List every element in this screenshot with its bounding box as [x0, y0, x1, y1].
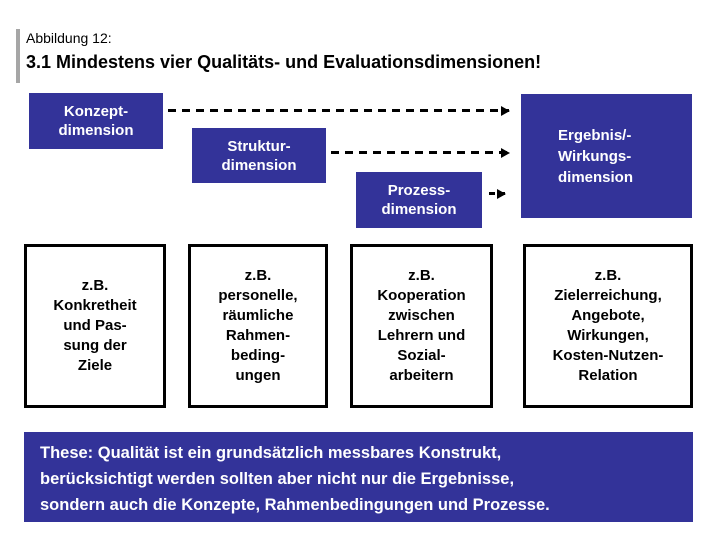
dimension-label-line2: Wirkungs-	[558, 147, 632, 165]
dimension-box-prozess: Prozess- dimension	[356, 172, 482, 228]
example-box-struktur: z.B. personelle, räumliche Rahmen- bedin…	[188, 244, 328, 408]
dashed-arrow-struktur-to-ergebnis	[331, 147, 510, 158]
dimension-box-struktur: Struktur- dimension	[192, 128, 326, 183]
dimension-label-struktur: Struktur- dimension	[221, 137, 296, 175]
thesis-banner: These: Qualität ist ein grundsätzlich me…	[24, 432, 693, 522]
dimension-label-line1: Ergebnis/-	[558, 126, 632, 144]
thesis-line-2: berücksichtigt werden sollten aber nicht…	[40, 470, 515, 488]
dimension-label-line2: dimension	[381, 201, 457, 218]
thesis-line-3: sondern auch die Konzepte, Rahmenbedingu…	[40, 496, 550, 514]
dimension-box-ergebnis: Ergebnis/- Wirkungs- dimension	[521, 94, 692, 218]
dimension-label-ergebnis: Ergebnis/- Wirkungs- dimension	[558, 125, 633, 188]
dimension-label-prozess: Prozess- dimension	[381, 181, 456, 219]
dimension-label-line1: Konzept-	[63, 103, 129, 120]
dimension-label-line3: dimension	[558, 168, 634, 186]
example-box-prozess: z.B. Kooperation zwischen Lehrern und So…	[350, 244, 493, 408]
thesis-line-1: These: Qualität ist ein grundsätzlich me…	[40, 444, 502, 462]
dimension-label-line2: dimension	[58, 122, 134, 139]
arrow-head-icon	[497, 188, 506, 199]
arrow-head-icon	[501, 105, 510, 116]
dashed-arrow-konzept-to-ergebnis	[168, 105, 510, 116]
example-text: z.B. Konkretheit und Pas- sung der Ziele	[53, 277, 137, 374]
dimension-box-konzept: Konzept- dimension	[29, 93, 163, 149]
figure-caption: Abbildung 12:	[26, 30, 112, 46]
example-text: z.B. Zielerreichung, Angebote, Wirkungen…	[552, 267, 664, 384]
dashed-arrow-prozess-to-ergebnis	[489, 188, 506, 199]
arrow-head-icon	[501, 147, 510, 158]
dimension-label-line1: Prozess-	[387, 182, 451, 199]
header-accent-rule	[16, 29, 20, 83]
dimension-label-konzept: Konzept- dimension	[58, 102, 133, 140]
dimension-label-line1: Struktur-	[227, 137, 291, 155]
example-text: z.B. Kooperation zwischen Lehrern und So…	[377, 267, 466, 384]
page-title: 3.1 Mindestens vier Qualitäts- und Evalu…	[26, 52, 542, 72]
example-box-konzept: z.B. Konkretheit und Pas- sung der Ziele	[24, 244, 166, 408]
dimension-label-line2: dimension	[221, 156, 297, 174]
example-text: z.B. personelle, räumliche Rahmen- bedin…	[218, 267, 298, 384]
example-box-ergebnis: z.B. Zielerreichung, Angebote, Wirkungen…	[523, 244, 693, 408]
